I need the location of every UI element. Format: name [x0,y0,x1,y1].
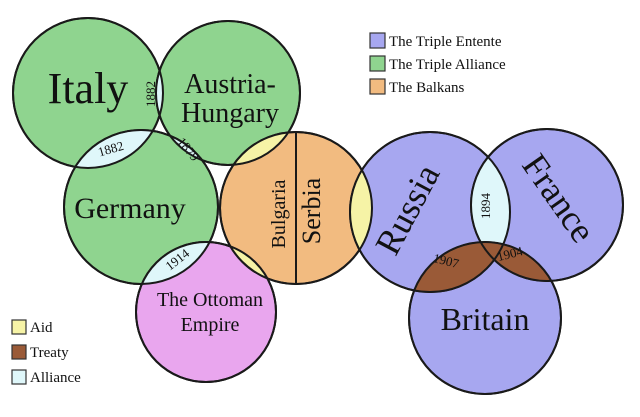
legend-swatch-alliance [369,55,386,72]
year-russia-france: 1894 [478,193,493,220]
legend-swatch-treaty [11,344,27,360]
italy-label: Italy [48,64,129,113]
legend-label-balkans: The Balkans [389,80,465,96]
legend-swatch-balkans [369,78,386,95]
legend-swatch-entente [369,32,386,49]
link-legend: Aid Treaty Alliance [11,319,81,386]
year-russia-britain: 1907 [432,250,461,271]
britain-label: Britain [441,301,530,337]
legend-label-aid: Aid [30,320,53,336]
ottoman-label-line1: The Ottoman [157,289,263,311]
legend-swatch-alliance-link [11,369,27,385]
germany-label: Germany [74,192,186,225]
year-france-britain: 1904 [495,243,524,264]
bulgaria-label: Bulgaria [268,179,290,248]
legend-label-treaty: Treaty [30,345,69,361]
year-italy-austria: 1882 [143,81,158,107]
legend-swatch-aid [11,319,27,335]
legend-label-alliance: The Triple Alliance [389,57,506,73]
austria-hungary-label-line1: Austria- [184,69,276,100]
year-italy-germany: 1882 [96,138,125,160]
legend-label-alliance-link: Alliance [30,370,81,386]
ottoman-label-line2: Empire [181,314,240,336]
circle-outlines [12,17,624,395]
group-legend: The Triple Entente The Triple Alliance T… [369,32,506,96]
legend-label-entente: The Triple Entente [389,34,502,50]
austria-hungary-label-line2: Hungary [181,98,279,129]
serbia-label: Serbia [297,177,326,244]
